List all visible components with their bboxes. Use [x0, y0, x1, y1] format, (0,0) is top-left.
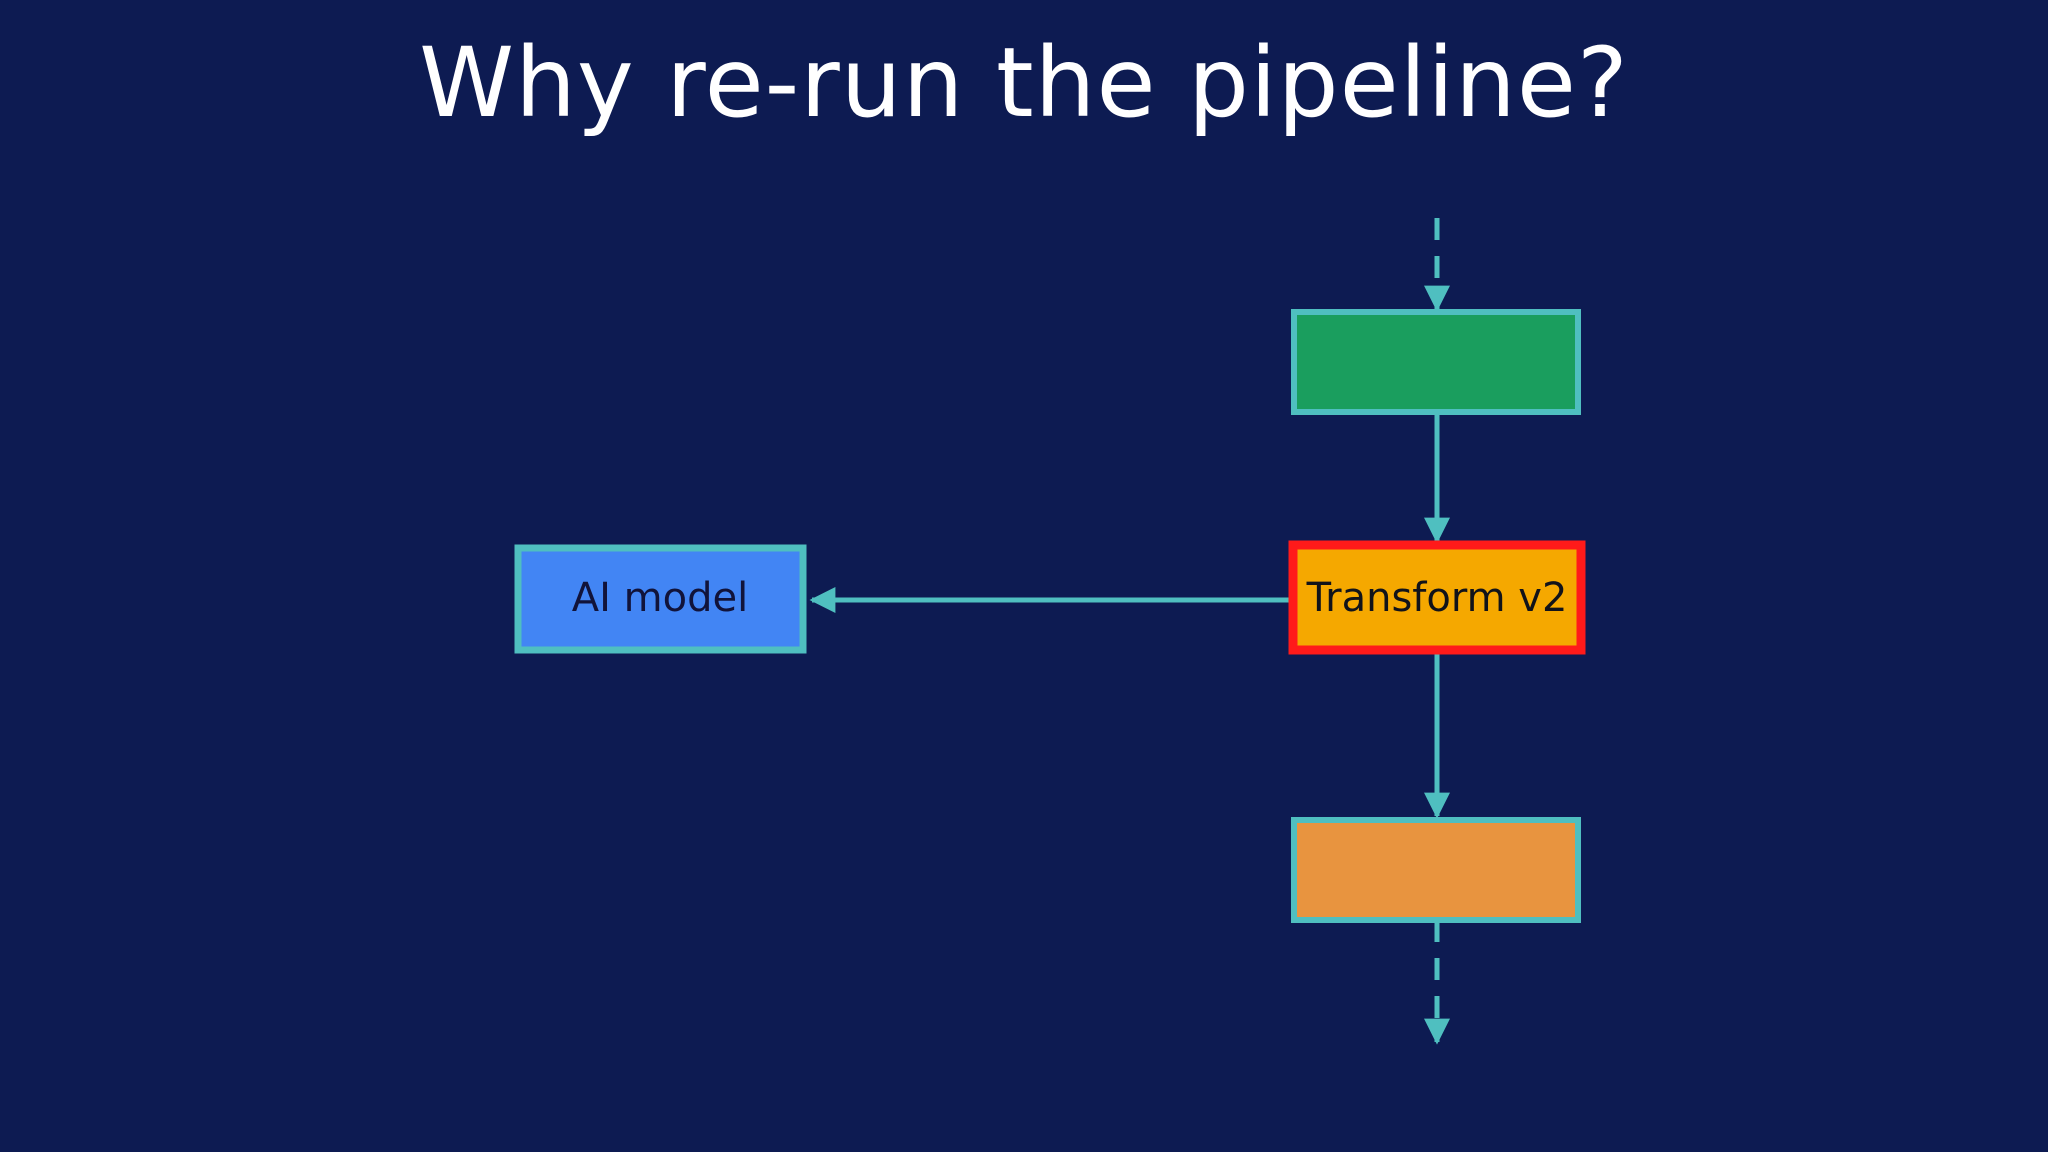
node-ai-model-shape: [514, 544, 807, 654]
node-transform-v2-label: Transform v2: [1306, 575, 1568, 621]
node-ai-model-label: AI model: [572, 575, 748, 621]
page-title: Why re-run the pipeline?: [419, 27, 1629, 139]
node-upstream[interactable]: [1291, 309, 1581, 415]
node-downstream-shape: [1291, 817, 1581, 923]
node-downstream[interactable]: [1291, 817, 1581, 923]
node-transform-v2[interactable]: Transform v2: [1288, 540, 1586, 655]
node-upstream-shape: [1291, 309, 1581, 415]
node-ai-model[interactable]: AI model: [514, 544, 807, 654]
node-transform-v2-shape: [1288, 540, 1586, 655]
